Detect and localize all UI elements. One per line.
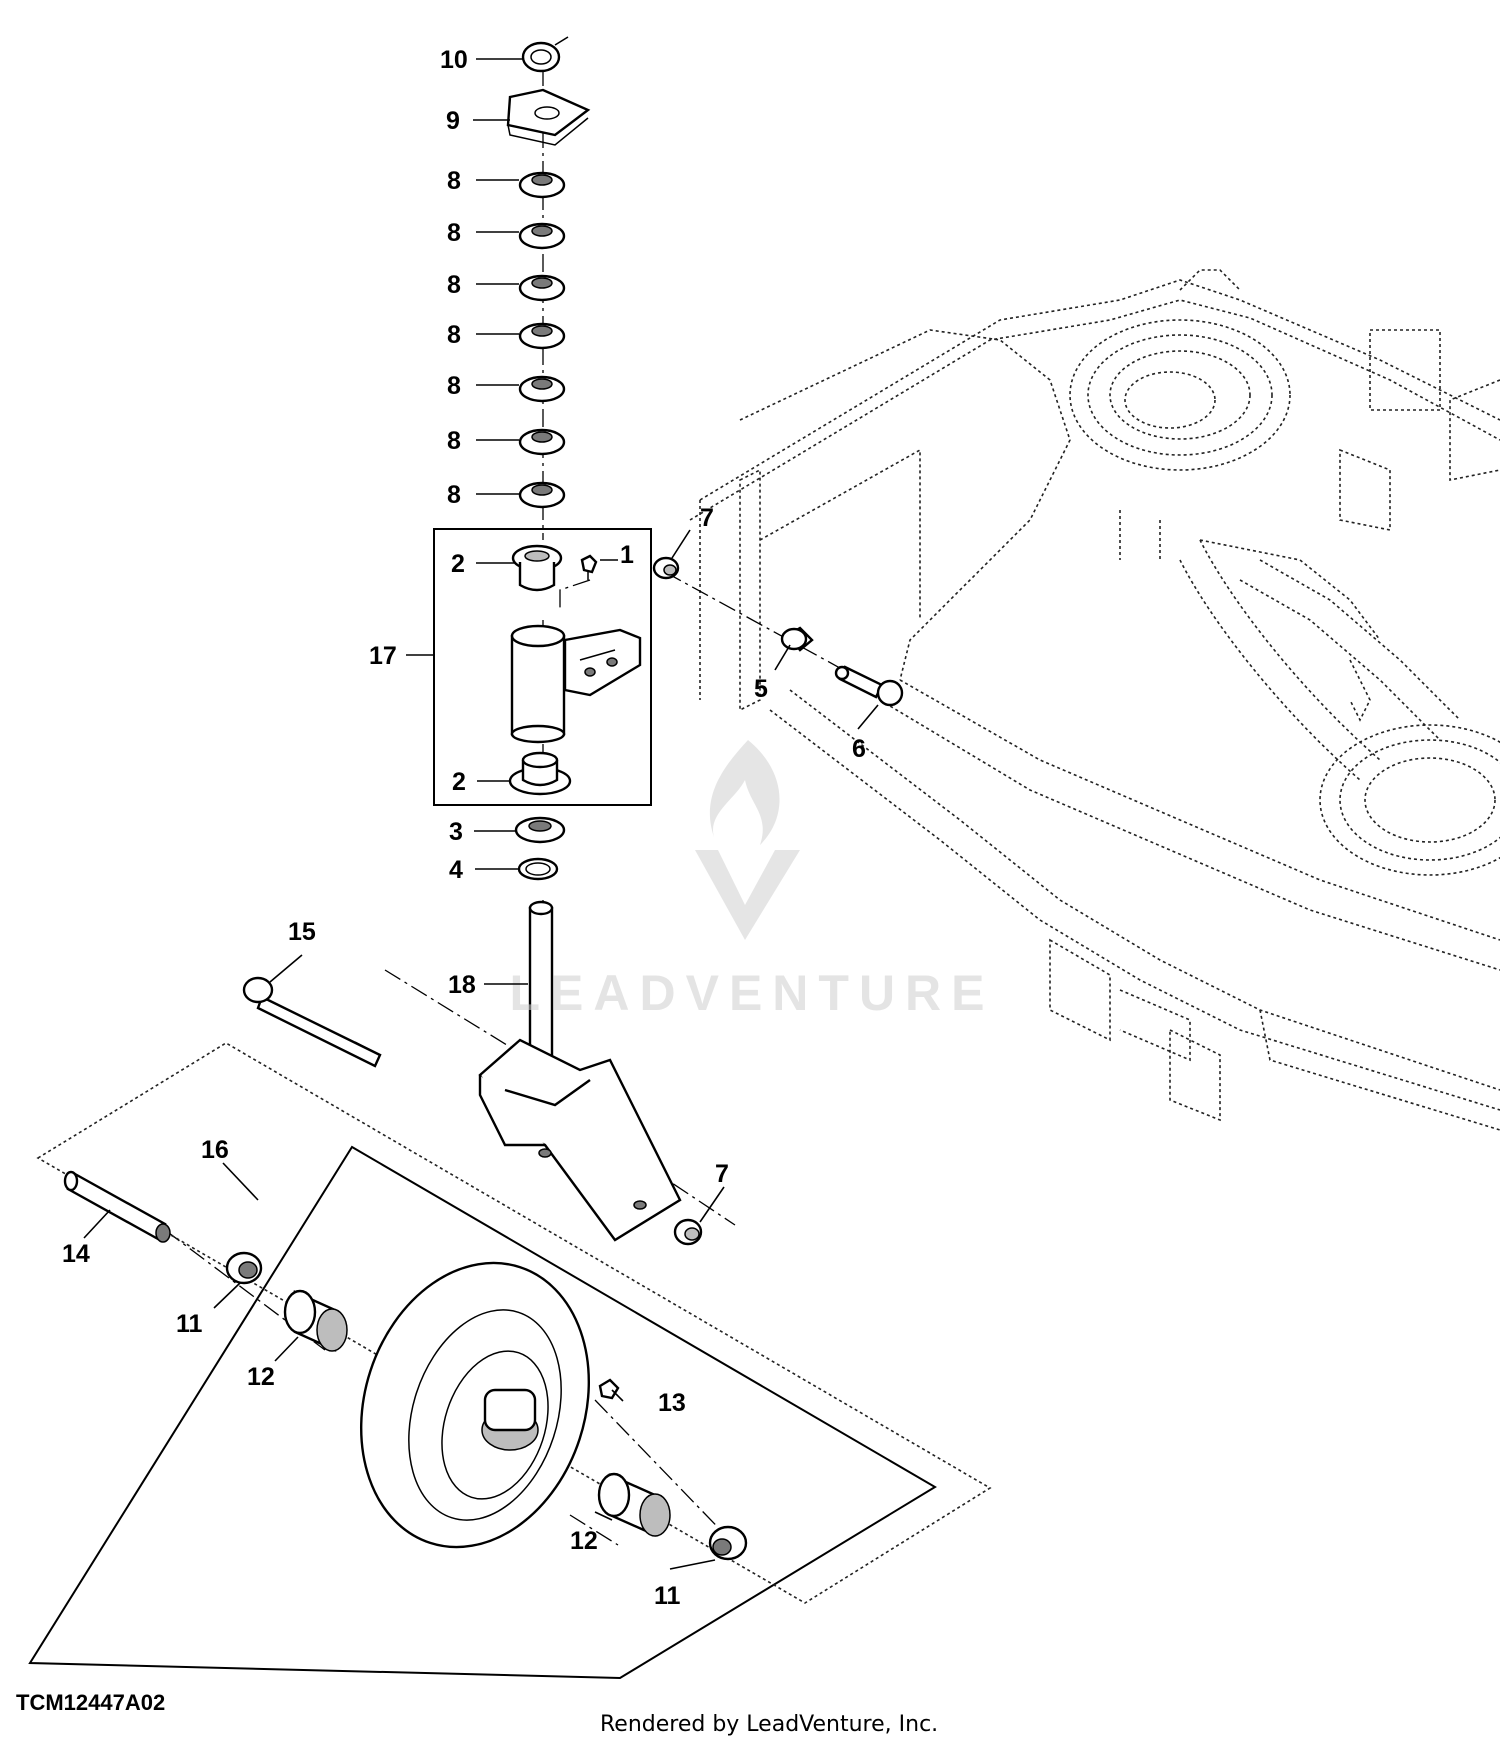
- callout-4: 4: [449, 856, 463, 884]
- figure-id: TCM12447A02: [16, 1690, 166, 1715]
- callout-11: 11: [654, 1582, 681, 1610]
- callout-18: 18: [448, 971, 476, 999]
- part-12-bearing-left: [283, 1289, 348, 1352]
- watermark-logo: [695, 740, 800, 940]
- part-9-plate: [506, 88, 591, 146]
- callout-labels: 10 9 8 8 8 8 8 8 8 2 1 17 2 3 4 7 5 6 15…: [62, 46, 866, 1610]
- part-7-nut-upper: [652, 556, 680, 580]
- callout-8: 8: [447, 372, 461, 400]
- callout-11: 11: [176, 1310, 203, 1338]
- leader-lines: [83, 58, 879, 1570]
- part-14-axle-tube: [63, 1170, 171, 1243]
- callout-8: 8: [447, 321, 461, 349]
- part-1-grease-fitting: [580, 554, 598, 580]
- callout-5: 5: [754, 675, 768, 703]
- callout-8: 8: [447, 167, 461, 195]
- part-13-grease-fitting: [598, 1378, 620, 1400]
- callout-2: 2: [451, 550, 465, 578]
- callout-16: 16: [201, 1136, 229, 1164]
- part-2-bushing-lower: [508, 751, 572, 796]
- callout-8: 8: [447, 427, 461, 455]
- callout-2: 2: [452, 768, 466, 796]
- part-17-spindle-housing: [510, 624, 642, 744]
- part-18-caster-fork: [478, 900, 682, 1242]
- part-10-pin: [521, 36, 569, 73]
- callout-14: 14: [62, 1240, 90, 1268]
- assembly-16-box: [28, 1145, 937, 1680]
- callout-17: 17: [369, 642, 397, 670]
- callout-15: 15: [288, 918, 316, 946]
- callout-6: 6: [852, 735, 866, 763]
- callout-3: 3: [449, 818, 463, 846]
- part-3-washer: [514, 816, 566, 844]
- watermark-text: LEADVENTURE: [509, 965, 994, 1021]
- callout-12: 12: [247, 1363, 275, 1391]
- part-15-long-bolt: [242, 976, 382, 1068]
- callout-12: 12: [570, 1527, 598, 1555]
- part-7-nut-lower: [673, 1218, 703, 1246]
- part-2-bushing-upper: [511, 544, 563, 592]
- part-11-spacer-right: [708, 1525, 748, 1561]
- callout-13: 13: [658, 1389, 686, 1417]
- part-5-bushing: [780, 626, 814, 652]
- footer-credit: Rendered by LeadVenture, Inc.: [600, 1712, 939, 1737]
- callout-9: 9: [446, 107, 460, 135]
- callout-10: 10: [440, 46, 468, 74]
- callout-1: 1: [620, 541, 634, 569]
- assembly-16-dashed-plane: [36, 1042, 992, 1604]
- part-8-washers: [518, 171, 566, 509]
- part-12-bearing-right: [597, 1472, 671, 1537]
- callout-7: 7: [700, 504, 714, 532]
- mower-deck-ghost: [689, 269, 1500, 1131]
- part-6-bolt: [834, 665, 904, 707]
- part-4-snap-ring: [517, 857, 559, 881]
- assembly-17-box: [433, 528, 652, 806]
- callout-8: 8: [447, 481, 461, 509]
- callout-8: 8: [447, 219, 461, 247]
- part-11-spacer-left: [225, 1251, 263, 1285]
- callout-7: 7: [715, 1160, 729, 1188]
- callout-8: 8: [447, 271, 461, 299]
- part-16-wheel: [359, 1261, 591, 1549]
